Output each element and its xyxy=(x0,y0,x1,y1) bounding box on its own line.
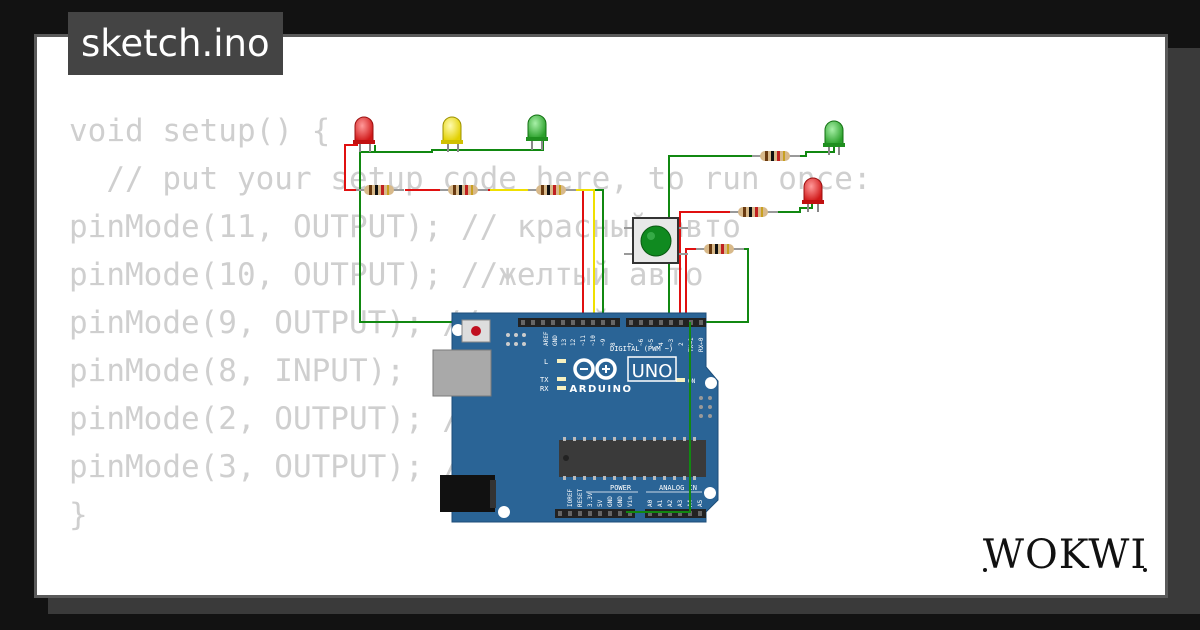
code-line: void setup() { xyxy=(69,113,331,149)
rx-label: RX xyxy=(540,385,549,393)
pin-label: IOREF xyxy=(567,489,574,507)
wokwi-logo-text: WOKWI xyxy=(983,532,1147,578)
pin-label: 12 xyxy=(570,338,577,346)
pin-label: 8 xyxy=(610,342,617,346)
arduino-uno-board: AREF GND 13 12 ~11 ~10 ~9 8 7 ~6 ~5 4 ~3… xyxy=(432,312,719,523)
resistors xyxy=(356,151,800,254)
pin-label: A2 xyxy=(667,499,674,507)
pin-label: 4 xyxy=(658,342,665,346)
power-label: POWER xyxy=(610,484,632,492)
wire-red-3 xyxy=(679,211,735,322)
resistor-4 xyxy=(752,151,800,161)
wire-green-led5 xyxy=(775,202,813,213)
pin-label: AREF xyxy=(543,331,550,346)
pin-label: 5V xyxy=(597,499,604,507)
wire-red-2 xyxy=(685,248,703,322)
bottom-header-pins xyxy=(558,511,702,516)
wire-yellow-10 xyxy=(490,189,595,322)
push-button[interactable] xyxy=(624,217,688,264)
pin-label: RESET xyxy=(577,489,584,507)
resistor-3 xyxy=(528,185,576,195)
reset-button[interactable] xyxy=(471,326,481,336)
pin-label: A5 xyxy=(697,499,704,507)
wire-green-gnd-loop xyxy=(359,151,508,323)
led-yellow-auto xyxy=(441,116,463,152)
usb-port xyxy=(432,349,492,397)
tx-label: TX xyxy=(540,376,549,384)
file-title-badge: sketch.ino xyxy=(68,12,283,75)
pin-label: ~10 xyxy=(590,335,597,346)
l-led-label: L xyxy=(544,358,548,366)
pin-label: GND xyxy=(617,496,624,507)
resistor-6 xyxy=(696,244,744,254)
board-brand: ARDUINO xyxy=(570,384,633,395)
resistor-1 xyxy=(356,185,404,195)
microcontroller-chip xyxy=(559,437,706,480)
code-line: } xyxy=(69,497,88,533)
pin-label: TX→1 xyxy=(688,337,695,352)
power-jack xyxy=(440,475,495,512)
pin-label: RX←0 xyxy=(698,337,705,352)
wokwi-logo: WOKWI xyxy=(983,532,1147,578)
led-red-crossing xyxy=(802,177,824,212)
pin-label: ~6 xyxy=(638,338,645,346)
analog-label: ANALOG IN xyxy=(659,484,697,492)
pin-label: Vin xyxy=(627,496,634,507)
code-line: void loop() { xyxy=(69,587,872,595)
pin-label: ~11 xyxy=(580,335,587,346)
digital-label: DIGITAL (PWM ~) xyxy=(610,345,673,353)
pin-label: ~5 xyxy=(648,338,655,346)
wire-red-11 xyxy=(405,189,584,322)
resistor-2 xyxy=(440,185,488,195)
wire-green-button xyxy=(668,155,760,322)
pin-label: ~9 xyxy=(600,338,607,346)
led-red-auto xyxy=(353,116,375,152)
pin-label: GND xyxy=(552,335,559,346)
pin-label: 7 xyxy=(628,342,635,346)
led-green-auto xyxy=(526,114,548,150)
pin-label: 2 xyxy=(678,342,685,346)
arduino-logo xyxy=(573,358,617,380)
wire-green-board-gnd xyxy=(626,322,691,513)
pin-label: GND xyxy=(607,496,614,507)
pin-label: A3 xyxy=(677,499,684,507)
on-label: ON xyxy=(688,378,696,385)
wire-green-led4 xyxy=(800,145,835,157)
pin-label: ~3 xyxy=(668,338,675,346)
board-model: UNO xyxy=(632,361,673,382)
code-line: pinMode(8, INPUT); xyxy=(69,353,405,389)
resistor-5 xyxy=(730,207,778,217)
pin-label: A1 xyxy=(657,499,664,507)
code-line: pinMode(10, OUTPUT); //желтый авто xyxy=(69,257,704,293)
pin-label: 3.3V xyxy=(587,492,594,507)
pin-label: A0 xyxy=(647,499,654,507)
pin-label: 13 xyxy=(561,338,568,346)
top-header-pins xyxy=(521,320,703,325)
led-green-crossing xyxy=(823,120,845,155)
